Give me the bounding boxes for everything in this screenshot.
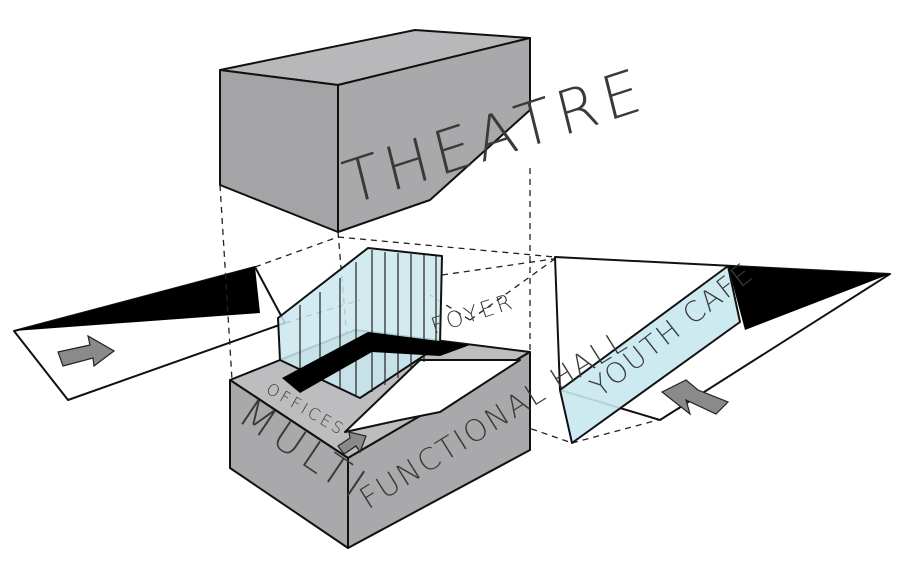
theatre-volume [219,29,531,233]
arrow-up-icon [337,431,367,455]
theatre-left-face [219,69,339,233]
theatre-right-face [337,37,531,233]
arrow-right-icon [57,334,116,368]
foyer-roof-shadow [282,332,470,393]
left-wedge-shadow [14,267,260,331]
projection-line [441,257,561,276]
projection-line [571,419,659,444]
hall-courtyard [344,359,521,433]
projection-line [469,257,557,321]
foyer-volume [277,247,470,399]
projection-line [254,236,339,268]
projection-line [429,294,471,321]
right-wedge-shadow [728,266,890,330]
projection-line [337,236,556,258]
right-entrance-plane [554,256,891,444]
arrow-up-left-icon [660,379,730,416]
youth-cafe-glass [559,265,741,444]
left-entrance-plane [13,266,286,401]
